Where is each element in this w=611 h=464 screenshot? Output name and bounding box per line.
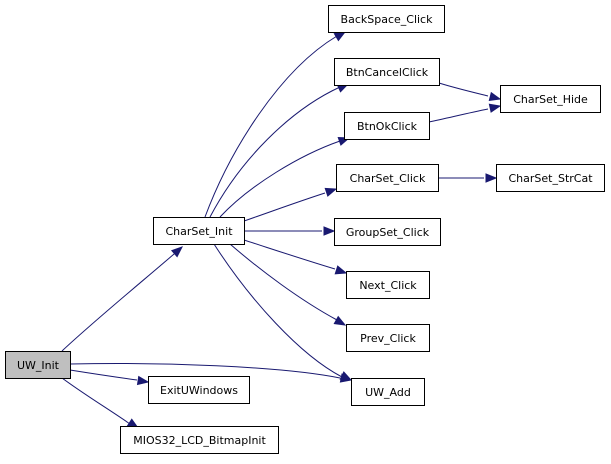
- arrowhead-icon: [485, 173, 498, 183]
- node-prev-click[interactable]: Prev_Click: [346, 324, 430, 352]
- node-btnokclick[interactable]: BtnOkClick: [344, 112, 430, 140]
- node-exituwindows[interactable]: ExitUWindows: [148, 376, 250, 404]
- node-groupset-click[interactable]: GroupSet_Click: [334, 218, 441, 246]
- node-label: BtnCancelClick: [346, 66, 429, 79]
- edge-charset-init-to-uw-add: [213, 243, 353, 381]
- arrowhead-icon: [333, 315, 347, 326]
- node-label: UW_Init: [17, 359, 60, 372]
- arrowhead-icon: [170, 246, 184, 258]
- node-box[interactable]: [334, 218, 441, 246]
- edge-line: [219, 140, 341, 218]
- edge-charset-init-to-groupset-click: [244, 226, 336, 236]
- node-label: MIOS32_LCD_BitmapInit: [133, 434, 266, 447]
- node-box[interactable]: [148, 376, 250, 404]
- edge-line: [229, 243, 338, 321]
- arrowhead-icon: [324, 187, 338, 197]
- node-label: Prev_Click: [360, 332, 416, 345]
- edge-line: [428, 108, 489, 123]
- node-label: ExitUWindows: [160, 384, 238, 397]
- node-next-click[interactable]: Next_Click: [346, 271, 430, 299]
- edge-charset-click-to-charset-strcat: [438, 173, 498, 183]
- node-box[interactable]: [500, 85, 601, 113]
- node-charset-click[interactable]: CharSet_Click: [336, 164, 439, 192]
- node-label: Next_Click: [359, 279, 417, 292]
- node-label: CharSet_StrCat: [508, 172, 593, 185]
- edge-uw-init-to-charset-init: [61, 246, 184, 352]
- node-uw-init[interactable]: UW_Init: [5, 351, 71, 379]
- node-box[interactable]: [346, 324, 430, 352]
- arrowhead-icon: [333, 31, 347, 42]
- edge-btnokclick-to-charset-hide: [428, 103, 502, 123]
- node-box[interactable]: [496, 164, 605, 192]
- node-uw-add[interactable]: UW_Add: [351, 378, 425, 406]
- edge-line: [243, 192, 326, 222]
- edge-line: [61, 247, 182, 352]
- edge-line: [61, 377, 131, 425]
- node-backspace-click[interactable]: BackSpace_Click: [328, 5, 445, 33]
- node-label: GroupSet_Click: [346, 226, 430, 239]
- node-box[interactable]: [334, 58, 440, 86]
- edge-charset-init-to-btncancelclick: [209, 83, 350, 218]
- node-box[interactable]: [120, 426, 279, 454]
- node-mios32-lcd-bitmapinit[interactable]: MIOS32_LCD_BitmapInit: [120, 426, 279, 454]
- edge-line: [438, 82, 489, 97]
- node-box[interactable]: [336, 164, 439, 192]
- node-box[interactable]: [5, 351, 71, 379]
- node-label: BackSpace_Click: [341, 13, 434, 26]
- arrowhead-icon: [334, 265, 348, 275]
- edge-charset-init-to-prev-click: [229, 243, 347, 326]
- edge-charset-init-to-next-click: [243, 239, 348, 275]
- arrowhead-icon: [339, 371, 353, 381]
- node-label: CharSet_Hide: [513, 93, 588, 106]
- edge-uw-init-to-mios32-lcd-bitmapinit: [61, 377, 140, 429]
- edge-line: [243, 239, 336, 270]
- node-charset-hide[interactable]: CharSet_Hide: [500, 85, 601, 113]
- node-box[interactable]: [344, 112, 430, 140]
- arrowhead-icon: [488, 91, 502, 102]
- edge-line: [209, 86, 341, 218]
- arrowhead-icon: [136, 375, 150, 386]
- node-box[interactable]: [346, 271, 430, 299]
- arrowhead-icon: [323, 226, 336, 236]
- edge-btncancelclick-to-charset-hide: [438, 82, 502, 102]
- edge-charset-init-to-charset-click: [243, 187, 338, 222]
- node-label: CharSet_Click: [350, 172, 426, 185]
- node-label: BtnOkClick: [357, 120, 418, 133]
- edge-line: [69, 363, 341, 379]
- node-label: CharSet_Init: [165, 225, 233, 238]
- node-box[interactable]: [351, 378, 425, 406]
- node-box[interactable]: [328, 5, 445, 33]
- node-charset-init[interactable]: CharSet_Init: [153, 217, 245, 245]
- edge-line: [69, 369, 138, 381]
- node-btncancelclick[interactable]: BtnCancelClick: [334, 58, 440, 86]
- node-box[interactable]: [153, 217, 245, 245]
- node-charset-strcat[interactable]: CharSet_StrCat: [496, 164, 605, 192]
- arrowhead-icon: [488, 103, 502, 113]
- edge-line: [204, 35, 338, 218]
- edge-line: [213, 243, 343, 378]
- nodes-layer: UW_Init CharSet_InitExitUWindowsMIOS32_LC…: [5, 5, 605, 454]
- node-label: UW_Add: [365, 386, 411, 399]
- edges-layer: [61, 31, 502, 429]
- edge-charset-init-to-btnokclick: [219, 136, 351, 218]
- edge-uw-init-to-exituwindows: [69, 369, 150, 386]
